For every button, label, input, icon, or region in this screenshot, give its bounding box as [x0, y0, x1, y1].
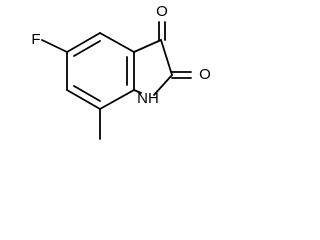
oxygen-top-label: O — [156, 3, 168, 20]
bond-ring-4 — [99, 89, 135, 110]
bond-ring-1 — [66, 32, 101, 53]
bond-ring-2 — [99, 32, 135, 53]
bond-five-1 — [133, 39, 162, 53]
oxygen-right-label: O — [199, 66, 211, 83]
bond-five-2 — [160, 39, 173, 76]
bond-five-4 — [133, 89, 142, 94]
fluorine-label: F — [31, 31, 40, 48]
bond-ring-5 — [66, 89, 101, 110]
bond-ring-double-3 — [73, 85, 101, 102]
bond-fluoro — [41, 39, 68, 53]
bond-five-3 — [153, 74, 173, 96]
amine-label: NH — [137, 90, 159, 107]
structure-diagram: F O O NH — [0, 0, 222, 162]
bond-ring-double-1 — [73, 40, 101, 57]
molecule-drawing: F O O NH — [31, 3, 211, 140]
